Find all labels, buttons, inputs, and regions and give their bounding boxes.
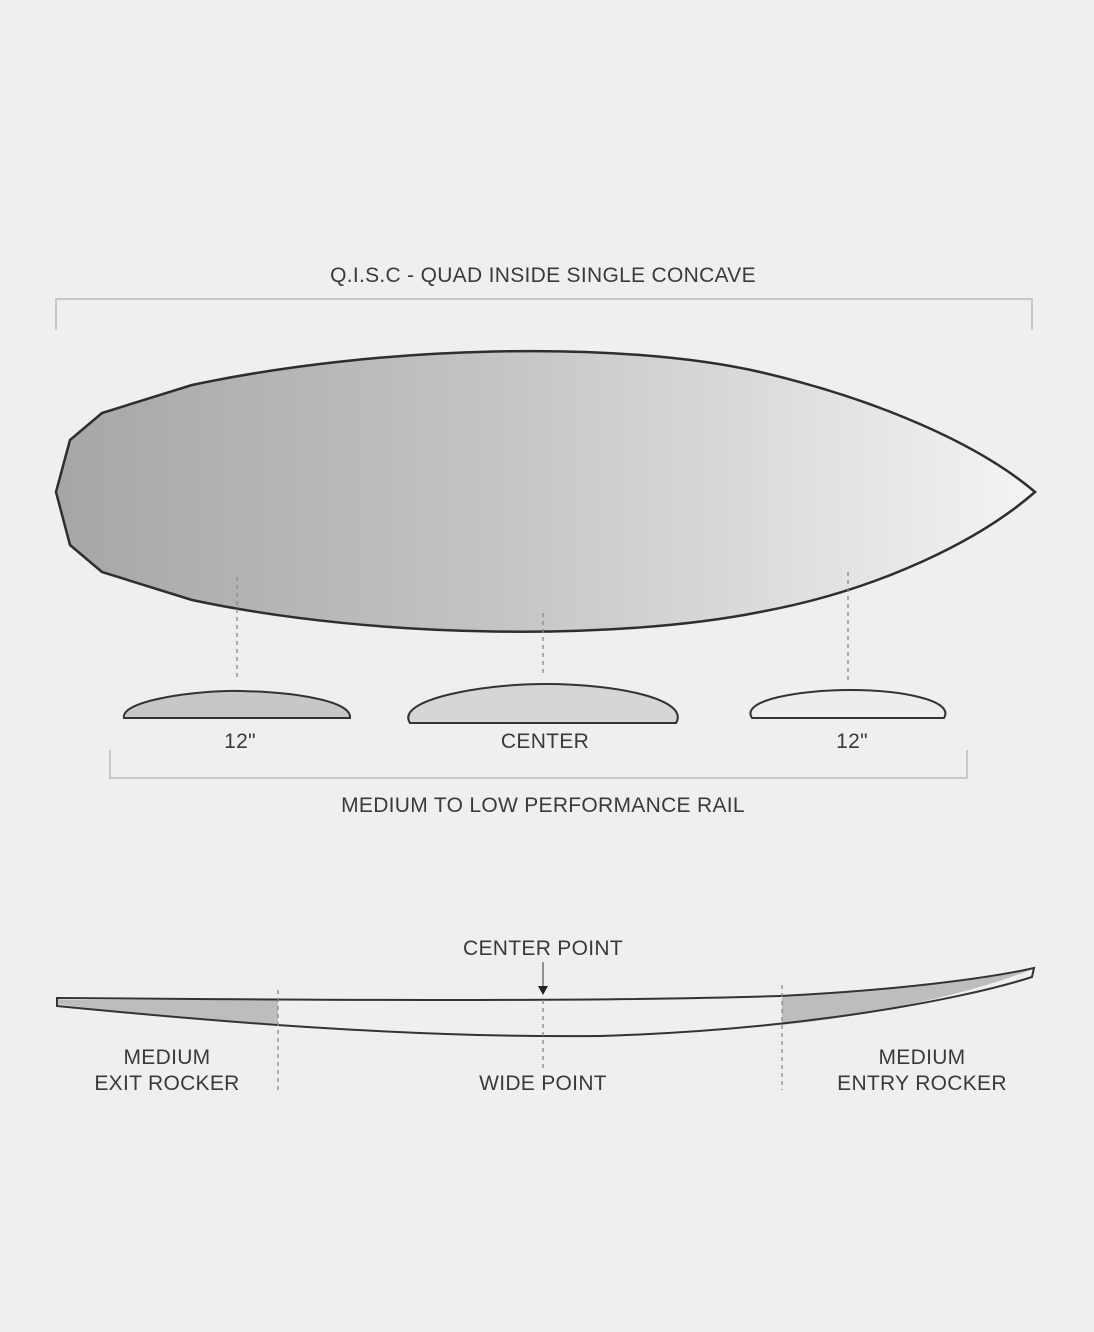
- top-bracket: [55, 298, 1033, 330]
- rail-section-left: [123, 689, 352, 719]
- rail-bracket: [109, 750, 968, 779]
- entry-rocker-label-1: MEDIUM: [879, 1046, 966, 1069]
- exit-rocker-fill: [57, 1000, 278, 1024]
- rail-label-center: CENTER: [501, 730, 589, 753]
- wide-point-label: WIDE POINT: [479, 1072, 607, 1095]
- rail-section-right: [749, 688, 947, 719]
- exit-rocker-label-1: MEDIUM: [124, 1046, 211, 1069]
- concave-channel-lines: [66, 438, 840, 547]
- rail-section-center: [407, 682, 679, 724]
- concave-title: Q.I.S.C - QUAD INSIDE SINGLE CONCAVE: [330, 264, 756, 287]
- rail-label-left: 12": [224, 730, 256, 753]
- entry-rocker-label-2: ENTRY ROCKER: [837, 1072, 1007, 1095]
- rail-caption: MEDIUM TO LOW PERFORMANCE RAIL: [341, 794, 745, 817]
- rail-label-right: 12": [836, 730, 868, 753]
- center-point-label: CENTER POINT: [463, 937, 623, 960]
- arrow-down-icon: [538, 986, 548, 995]
- rail-guide-lines: [236, 572, 849, 680]
- rocker-profile: [56, 966, 1036, 1038]
- entry-rocker-fill: [782, 969, 1033, 1025]
- rocker-guide-lines: [277, 985, 783, 1090]
- exit-rocker-label-2: EXIT ROCKER: [94, 1072, 239, 1095]
